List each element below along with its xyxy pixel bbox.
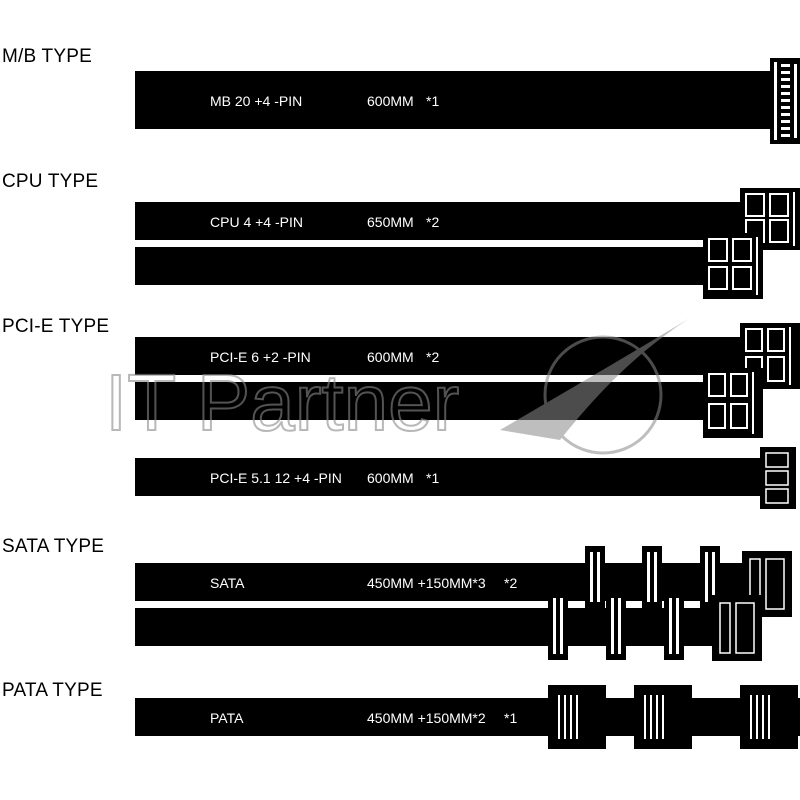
sata-connector-icon bbox=[664, 592, 684, 660]
pcie-12vhpwr-cable bbox=[135, 458, 765, 496]
cpu-cable-1 bbox=[135, 202, 745, 240]
sata-connector-icon bbox=[642, 546, 662, 608]
sata-cable-length: 450MM +150MM*3 bbox=[367, 575, 486, 591]
section-title-cpu: CPU TYPE bbox=[2, 171, 99, 192]
pata-cable-length: 450MM +150MM*2 bbox=[367, 710, 486, 726]
sata-connector-icon bbox=[585, 546, 605, 608]
cpu-cable-qty: *2 bbox=[426, 214, 440, 230]
pcie-12vhpwr-name: PCI-E 5.1 12 +4 -PIN bbox=[210, 470, 342, 486]
pcie-6plus2-connector-icon bbox=[740, 323, 800, 389]
section-title-pata: PATA TYPE bbox=[2, 680, 103, 701]
section-title-pcie: PCI-E TYPE bbox=[2, 316, 110, 337]
pcie-6plus2-connector-2-icon bbox=[703, 368, 763, 438]
mb-cable-length: 600MM bbox=[367, 93, 414, 109]
sata-connector-icon bbox=[700, 546, 720, 608]
sata-cable-name: SATA bbox=[210, 575, 245, 591]
sata-cable-2 bbox=[135, 608, 715, 646]
pcie-12vhpwr-qty: *1 bbox=[426, 470, 440, 486]
molex-connector-icon bbox=[740, 685, 798, 749]
pcie-cable-name: PCI-E 6 +2 -PIN bbox=[210, 349, 311, 365]
mb-24pin-connector-icon bbox=[770, 58, 800, 144]
pcie-cable-2 bbox=[135, 382, 710, 420]
mb-cable-qty: *1 bbox=[426, 93, 440, 109]
molex-connector-icon bbox=[548, 685, 606, 749]
section-title-mb: M/B TYPE bbox=[2, 46, 92, 67]
cpu-cable-name: CPU 4 +4 -PIN bbox=[210, 214, 303, 230]
cpu-8pin-connector-2-icon bbox=[703, 233, 763, 299]
pcie-cable-length: 600MM bbox=[367, 349, 414, 365]
cpu-cable-length: 650MM bbox=[367, 214, 414, 230]
mb-cable bbox=[135, 71, 775, 129]
pcie-cable-qty: *2 bbox=[426, 349, 440, 365]
sata-connector-icon bbox=[606, 592, 626, 660]
section-title-sata: SATA TYPE bbox=[2, 536, 105, 557]
pata-cable-qty: *1 bbox=[504, 710, 518, 726]
molex-connector-icon bbox=[634, 685, 692, 749]
pata-cable-name: PATA bbox=[210, 710, 244, 726]
cpu-cable-2 bbox=[135, 247, 710, 285]
sata-connector-icon bbox=[548, 592, 568, 660]
sata-cable-qty: *2 bbox=[504, 575, 518, 591]
mb-cable-name: MB 20 +4 -PIN bbox=[210, 93, 303, 109]
sata-end-connector-2-icon bbox=[712, 595, 762, 661]
pcie-12vhpwr-length: 600MM bbox=[367, 470, 414, 486]
pcie-12plus4-connector-icon bbox=[760, 447, 796, 509]
